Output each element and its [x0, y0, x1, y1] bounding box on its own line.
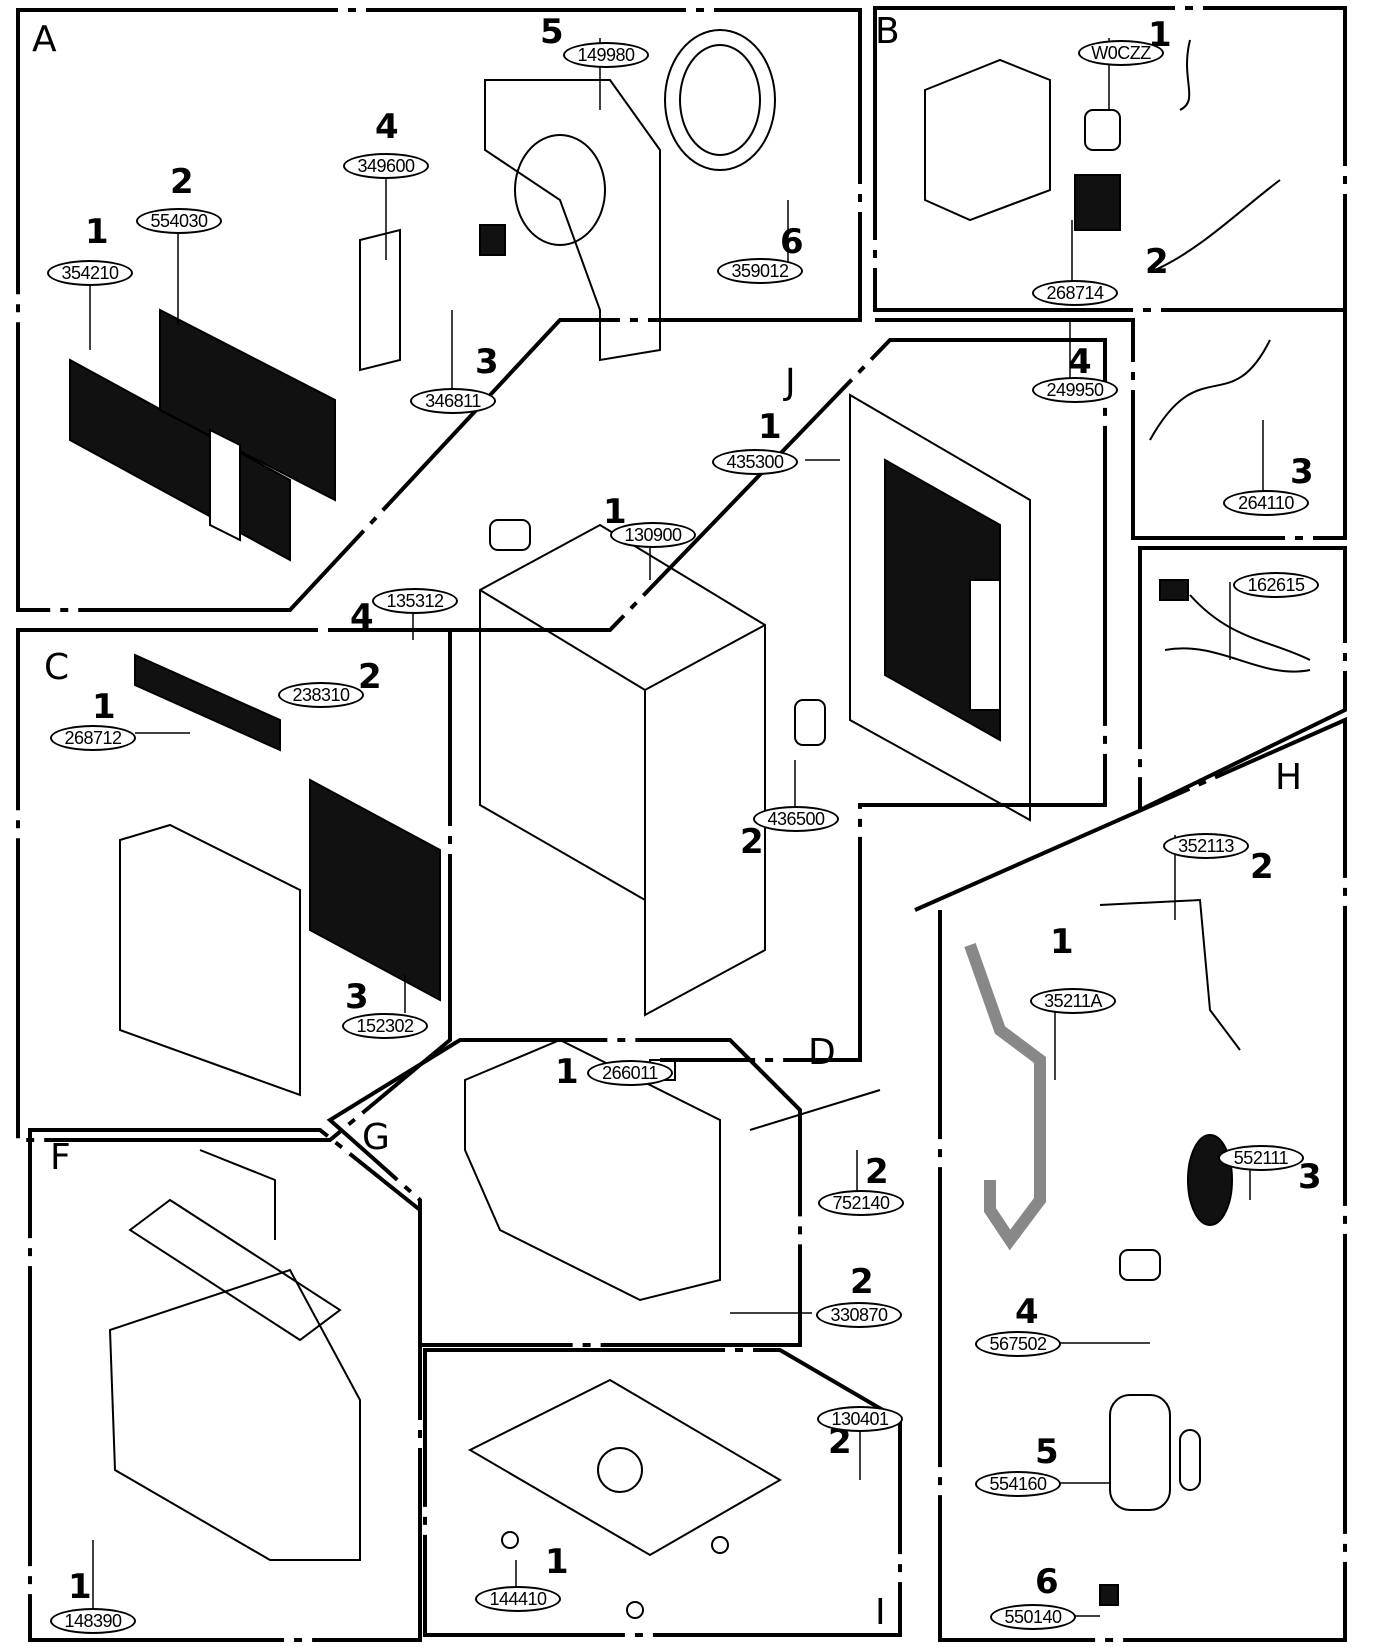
section-label-f: F: [50, 1137, 71, 1178]
border-section-j: [330, 338, 1107, 1062]
index-number: 4: [1068, 342, 1092, 382]
part-number-tag[interactable]: 135312: [372, 588, 458, 614]
index-number: 1: [545, 1542, 569, 1582]
section-borders: [16, 6, 1347, 1642]
part-number-tag[interactable]: 268714: [1032, 280, 1118, 306]
index-number: 2: [865, 1152, 889, 1192]
section-label-h: H: [1275, 757, 1303, 798]
index-number: 3: [345, 977, 369, 1017]
index-number: 3: [1290, 452, 1314, 492]
section-label-g: G: [362, 1117, 390, 1158]
part-number-tag[interactable]: 349600: [343, 153, 429, 179]
harness-illustration: [1159, 579, 1311, 673]
index-number: 1: [555, 1052, 579, 1092]
part-number-tag[interactable]: 752140: [818, 1190, 904, 1216]
index-number: 2: [1250, 847, 1274, 887]
border-section-h-top: [1138, 546, 1347, 814]
index-number: 2: [850, 1262, 874, 1302]
index-number: 6: [780, 222, 804, 262]
index-number: 6: [1035, 1562, 1059, 1602]
part-number-tag[interactable]: 554160: [975, 1471, 1061, 1497]
section-label-d: D: [808, 1032, 836, 1073]
index-number: 3: [1298, 1157, 1322, 1197]
section-label-i: I: [875, 1592, 886, 1633]
part-number-tag[interactable]: 148390: [50, 1608, 136, 1634]
section-label-c: C: [44, 647, 70, 688]
section-label-a: A: [32, 19, 57, 60]
part-number-tag[interactable]: 35211A: [1030, 988, 1116, 1014]
index-number: 1: [603, 492, 627, 532]
index-number: 1: [1148, 15, 1172, 55]
part-number-tag[interactable]: 152302: [342, 1013, 428, 1039]
front-panel-illustration: [849, 393, 1031, 822]
section-label-j: J: [785, 362, 796, 403]
part-number-tag[interactable]: 435300: [712, 449, 798, 475]
section-label-b: B: [875, 11, 900, 52]
cabinet-illustration: [479, 519, 826, 1017]
control-box-illustration: [924, 39, 1281, 441]
part-number-tag[interactable]: 346811: [410, 388, 496, 414]
coil-assembly-illustration: [69, 308, 336, 562]
index-number: 1: [758, 407, 782, 447]
base-tray-illustration: [464, 1038, 881, 1302]
part-number-tag[interactable]: 268712: [50, 725, 136, 751]
index-number: 1: [85, 212, 109, 252]
border-section-h: [914, 716, 1347, 1642]
water-bucket-illustration: [108, 1149, 361, 1561]
index-number: 4: [350, 597, 374, 637]
part-number-tag[interactable]: 354210: [47, 260, 133, 286]
part-number-tag[interactable]: 162615: [1233, 572, 1319, 598]
index-number: 2: [740, 822, 764, 862]
index-number: 5: [540, 12, 564, 52]
part-number-tag[interactable]: W0CZZ: [1078, 40, 1164, 66]
index-number: 4: [1015, 1292, 1039, 1332]
part-number-tag[interactable]: 130900: [610, 522, 696, 548]
part-number-tag[interactable]: 330870: [816, 1302, 902, 1328]
index-number: 2: [828, 1422, 852, 1462]
part-number-tag[interactable]: 567502: [975, 1331, 1061, 1357]
part-number-tag[interactable]: 264110: [1223, 490, 1309, 516]
part-number-tag[interactable]: 436500: [753, 806, 839, 832]
index-number: 5: [1035, 1432, 1059, 1472]
base-plate-illustration: [467, 1378, 782, 1619]
part-number-tag[interactable]: 266011: [587, 1060, 673, 1086]
part-number-tag[interactable]: 552111: [1218, 1145, 1304, 1171]
index-number: 3: [475, 342, 499, 382]
part-number-tag[interactable]: 149980: [563, 42, 649, 68]
border-section-c: [16, 628, 452, 1142]
part-number-tag[interactable]: 554030: [136, 208, 222, 234]
border-section-g: [326, 1038, 802, 1347]
part-number-tag[interactable]: 359012: [717, 258, 803, 284]
border-section-a: [16, 8, 862, 612]
index-number: 2: [1145, 242, 1169, 282]
index-number: 4: [375, 107, 399, 147]
index-number: 1: [68, 1567, 92, 1607]
index-number: 1: [1050, 922, 1074, 962]
index-number: 2: [170, 162, 194, 202]
border-section-i: [423, 1348, 902, 1637]
border-section-b-lower: [875, 310, 1347, 540]
leader-lines: [89, 38, 1264, 1620]
part-number-tag[interactable]: 144410: [475, 1586, 561, 1612]
part-number-tag[interactable]: 238310: [278, 682, 364, 708]
index-number: 2: [358, 657, 382, 697]
part-number-tag[interactable]: 550140: [990, 1604, 1076, 1630]
part-number-tag[interactable]: 130401: [817, 1406, 903, 1432]
part-number-tag[interactable]: 249950: [1032, 377, 1118, 403]
fan-housing-illustration: [359, 29, 776, 372]
front-grille-illustration: [119, 653, 441, 1097]
part-number-tag[interactable]: 352113: [1163, 833, 1249, 859]
border-section-f: [28, 1128, 422, 1642]
index-number: 1: [92, 687, 116, 727]
